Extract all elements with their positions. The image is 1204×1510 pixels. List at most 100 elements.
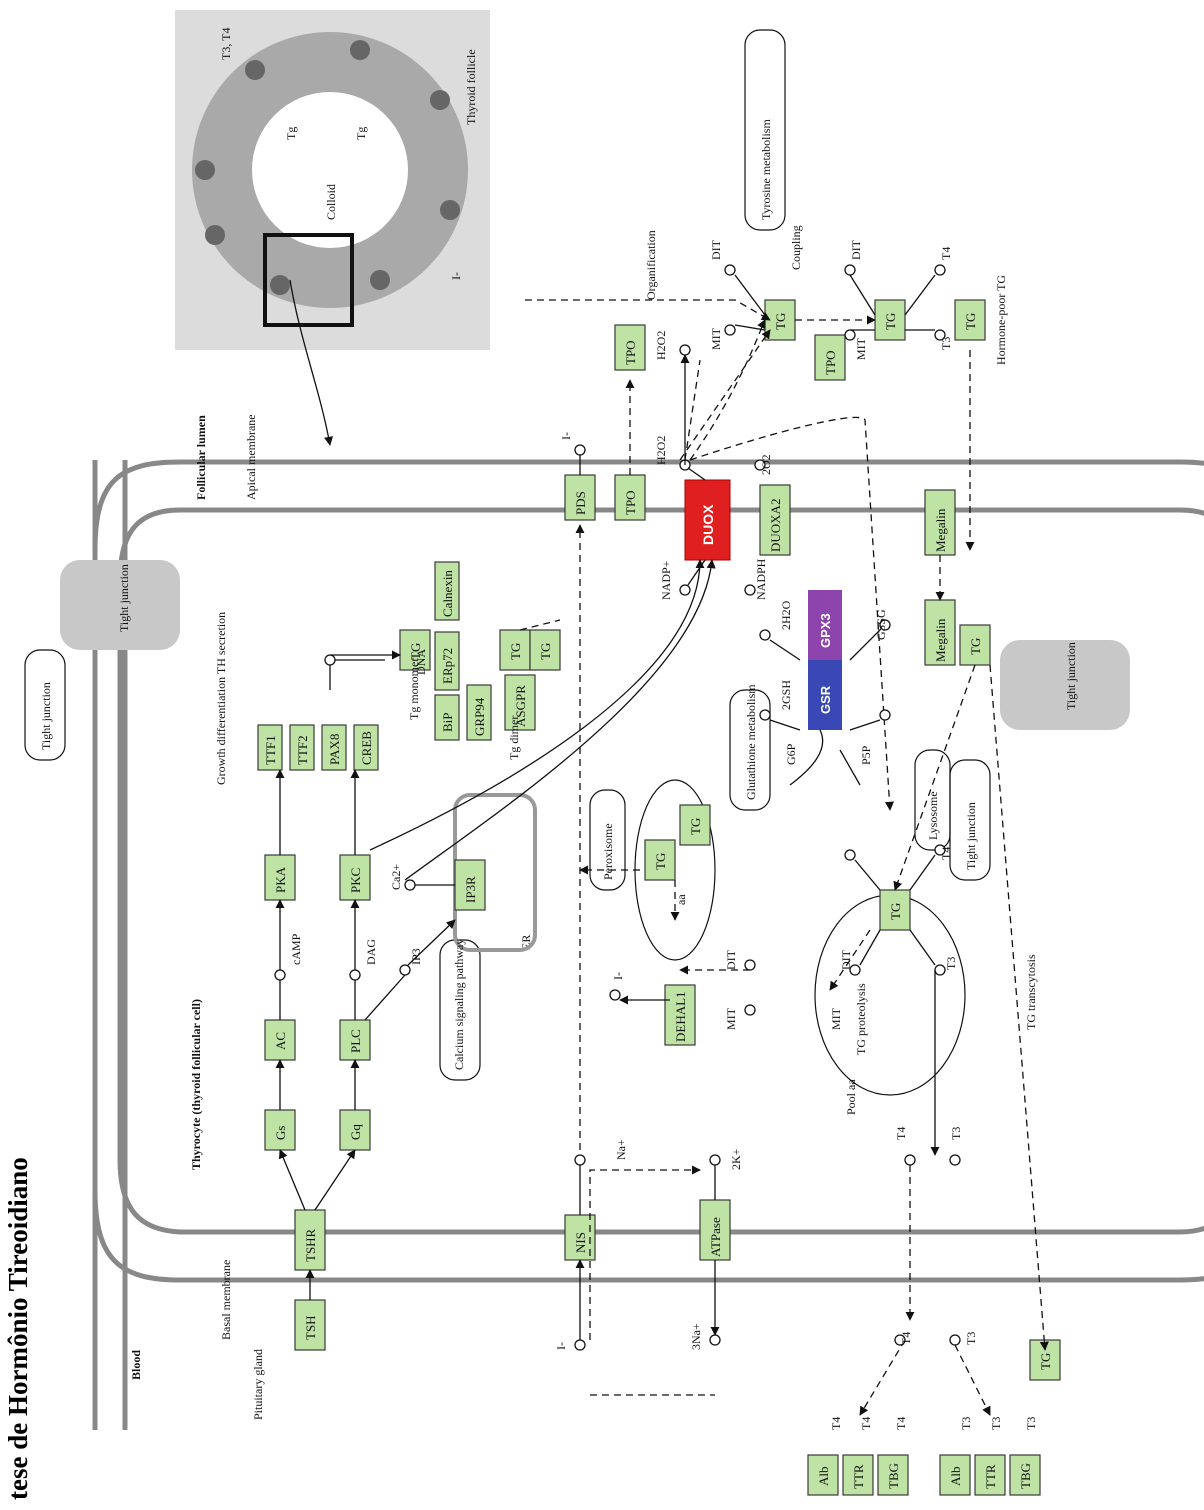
iodide-follicle-label: I- [449, 272, 463, 280]
gene-plc: PLC [340, 1020, 370, 1060]
peroxisome-text: Peroxisome [601, 823, 615, 880]
svg-text:PDS: PDS [573, 491, 588, 515]
gene-tg-lysosome: TG [880, 890, 910, 930]
enzyme-gsr: GSR [808, 660, 842, 730]
svg-text:TG: TG [883, 313, 898, 330]
svg-text:NIS: NIS [573, 1232, 588, 1253]
iodide-recycle-label: I- [611, 972, 625, 980]
svg-text:TSH: TSH [303, 1315, 318, 1340]
nadp-label: NADP+ [659, 560, 673, 600]
tight-junction-box-text: Tight junction [964, 802, 978, 870]
svg-text:DUOX: DUOX [700, 504, 716, 545]
mit-top-label: MIT [854, 337, 868, 360]
svg-text:Calnexin: Calnexin [440, 570, 455, 617]
enzyme-duox: DUOX [685, 480, 730, 560]
t3-blood-label: T3 [964, 1332, 978, 1345]
svg-text:TTF2: TTF2 [295, 735, 310, 765]
gene-ttf2: TTF2 [290, 725, 314, 770]
tg-small-label: Tg [284, 127, 298, 140]
colloid-label: Colloid [324, 184, 338, 220]
secretion-arrows [580, 665, 1045, 1415]
gene-ttr-t4: TTR [843, 1455, 873, 1495]
dag-label: DAG [364, 939, 378, 965]
dit-top-label: DIT [849, 239, 863, 260]
gene-tsh: TSH [295, 1300, 325, 1350]
t3-tbg-label: T3 [1024, 1417, 1038, 1430]
ca-label: Ca2+ [389, 864, 403, 890]
o2-label: 2O2 [759, 454, 773, 475]
t4-ttr-label: T4 [859, 1417, 873, 1430]
dit-label: DIT [724, 949, 738, 970]
svg-text:TG: TG [968, 638, 983, 655]
blood-label: Blood [129, 1350, 143, 1380]
svg-text:PKA: PKA [273, 866, 288, 893]
gene-tg-megalin: TG [960, 625, 990, 665]
gene-ac: AC [265, 1020, 295, 1060]
gene-dehal1: DEHAL1 [665, 985, 695, 1045]
svg-text:TG: TG [773, 313, 788, 330]
gene-pax8: PAX8 [322, 725, 346, 770]
gene-alb-t4: Alb [808, 1455, 838, 1495]
gene-creb: CREB [354, 725, 378, 770]
tight-junction-label: Tight junction [117, 564, 131, 632]
svg-text:TG: TG [508, 643, 523, 660]
svg-text:Alb: Alb [816, 1467, 831, 1487]
k2-label: 2K+ [729, 1148, 743, 1170]
svg-text:TBG: TBG [1018, 1463, 1033, 1489]
svg-text:ATPase: ATPase [708, 1217, 723, 1257]
aa-label: aa [674, 894, 688, 905]
iodide-lumen-label: I- [559, 432, 573, 440]
tg-transcytosis-label: TG transcytosis [1024, 954, 1038, 1030]
p5p-label: P5P [859, 745, 873, 765]
na-label: Na+ [614, 1139, 628, 1160]
svg-text:TG: TG [1038, 1353, 1053, 1370]
dit-lysosome-label: DIT [839, 949, 853, 970]
thyrocyte-label: Thyrocyte (thyroid follicular cell) [189, 999, 203, 1170]
gene-pds: PDS [565, 475, 595, 520]
pool-aa-label: Pool aa [844, 1079, 858, 1115]
t4-top-label: T4 [939, 247, 953, 260]
svg-text:TSHR: TSHR [303, 1228, 318, 1262]
tg-proteolysis-label: TG proteolysis [854, 983, 868, 1055]
t4-blood-label: T4 [899, 1332, 913, 1345]
follicular-lumen-label: Follicular lumen [194, 415, 208, 500]
t3-alb-label: T3 [959, 1417, 973, 1430]
svg-text:PKC: PKC [348, 868, 363, 893]
gene-tg-dimer-a: TG [500, 630, 530, 670]
svg-text:TG: TG [688, 818, 703, 835]
growth-label: Growth differentiation TH secretion [214, 612, 228, 785]
gene-tg-dimer-b: TG [530, 630, 560, 670]
t4-cell-label: T4 [894, 1127, 908, 1140]
svg-text:TTF1: TTF1 [263, 735, 278, 765]
hormone-poor-label: Hormone-poor TG [994, 275, 1008, 365]
gene-grp94: GRP94 [467, 685, 491, 740]
thyroid-follicle-inset: Colloid Thyroid follicle [175, 10, 490, 445]
follicle-label: Thyroid follicle [464, 49, 478, 125]
na3-label: 3Na+ [689, 1323, 703, 1350]
glutathione-text: Glutathione metabolism [744, 684, 758, 800]
gsh-label: 2GSH [779, 680, 793, 710]
t4-tbg-label: T4 [894, 1417, 908, 1430]
t4-alb-label: T4 [829, 1417, 843, 1430]
svg-text:GSR: GSR [818, 685, 833, 714]
t3t4-label: T3, T4 [219, 28, 233, 60]
lysosome-text: Lysosome [926, 791, 940, 840]
t3-ttr-label: T3 [989, 1417, 1003, 1430]
enzyme-gpx3: GPX3 [808, 590, 842, 660]
gssg-label: GSSG [874, 609, 888, 640]
svg-text:TBG: TBG [886, 1463, 901, 1489]
svg-text:TPO: TPO [623, 490, 638, 515]
tight-junction-box-text-2: Tight junction [39, 682, 53, 750]
h2o2-label-2: H2O2 [654, 331, 668, 360]
gene-tshr: TSHR [295, 1210, 325, 1270]
iodide-blood-label: I- [554, 1342, 568, 1350]
svg-text:Alb: Alb [948, 1467, 963, 1487]
svg-text:TPO: TPO [823, 350, 838, 375]
g6p-label: G6P [784, 743, 798, 765]
nadph-label: NADPH [754, 558, 768, 600]
tg-monomer-label: Tg monomer [407, 658, 421, 720]
gene-tbg-t3: TBG [1010, 1455, 1040, 1495]
svg-text:IP3R: IP3R [463, 876, 478, 903]
svg-text:TTR: TTR [983, 1464, 998, 1489]
